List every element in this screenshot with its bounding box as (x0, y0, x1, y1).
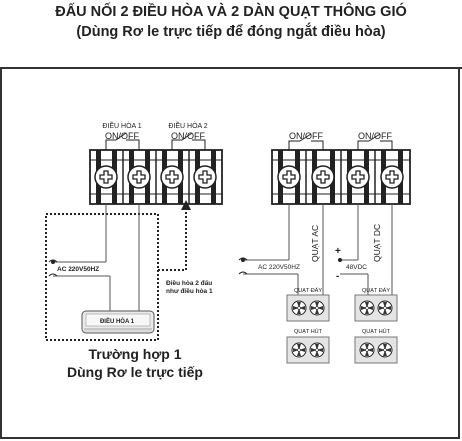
title-divider (0, 67, 462, 69)
fan-top-label: QUẠT ĐẨY (362, 287, 390, 294)
ac-source-icon (48, 259, 58, 277)
right-wires (243, 204, 393, 295)
plus-sign: + (335, 246, 341, 257)
case-line-1: Trường hợp 1 (88, 346, 182, 362)
note-line-1: Điều hòa 2 đấu (166, 278, 212, 287)
unit-label: ĐIỀU HÒA 1 (100, 317, 135, 325)
onoff-label: ON/OFF (105, 131, 139, 141)
fan-icon (291, 342, 307, 358)
onoff-label: ON/OFF (171, 131, 205, 141)
ac2-link-dotted (158, 207, 187, 271)
diagram-frame (0, 67, 460, 439)
fan-icon (309, 342, 325, 358)
case-caption: Trường hợp 1 Dùng Rơ le trực tiếp (40, 345, 230, 381)
fan-icon (359, 300, 375, 316)
onoff-label: ON/OFF (358, 131, 392, 141)
title-line-2: (Dùng Rơ le trực tiếp để đóng ngắt điều … (76, 24, 386, 40)
terminal-screw-icon (160, 165, 184, 189)
fan-bottom-label: QUẠT HÚT (362, 328, 391, 335)
fan-icon (377, 300, 393, 316)
terminal-screw-icon (311, 165, 335, 189)
title-line-1: ĐẤU NỐI 2 ĐIỀU HÒA VÀ 2 DÀN QUẠT THÔNG G… (55, 4, 407, 20)
fan-icon (377, 342, 393, 358)
fan-module-dc-push (354, 294, 398, 322)
fan-bottom-label: QUẠT HÚT (294, 328, 323, 335)
air-conditioner-unit-icon (81, 310, 155, 334)
quat-dc-label: QUẠT DC (372, 224, 382, 262)
terminal-screw-icon (193, 165, 217, 189)
note-line-2: như điều hòa 1 (166, 286, 213, 295)
onoff-label: ON/OFF (289, 131, 323, 141)
terminal-screw-icon (380, 165, 404, 189)
fan-module-dc-pull (354, 336, 398, 364)
terminal-screw-icon (127, 165, 151, 189)
left-terminal-block (89, 149, 223, 205)
label-ac1: ĐIỀU HÒA 1 (102, 120, 141, 130)
power-dc-label: 48VDC (346, 264, 367, 271)
label-ac2: ĐIỀU HÒA 2 (168, 120, 207, 130)
arrow-up-icon (181, 200, 191, 210)
case-line-2: Dùng Rơ le trực tiếp (67, 364, 203, 380)
fan-icon (309, 300, 325, 316)
terminal-screw-icon (277, 165, 301, 189)
ac-source-icon (238, 257, 248, 275)
relay-dotted-box (45, 213, 159, 341)
fan-icon (291, 300, 307, 316)
right-terminal-block (271, 149, 411, 205)
minus-sign: - (336, 271, 339, 282)
left-relay-contacts (105, 132, 206, 150)
dc-terminal-dot (338, 258, 342, 262)
terminal-screw-icon (94, 165, 118, 189)
fan-module-ac-pull (286, 336, 330, 364)
fan-module-ac-push (286, 294, 330, 322)
fan-icon (359, 342, 375, 358)
quat-ac-label: QUẠT AC (310, 225, 320, 262)
power-label: AC 220V50HZ (57, 266, 99, 273)
power-ac-label: AC 220V50HZ (258, 264, 300, 271)
terminal-screw-icon (346, 165, 370, 189)
left-wires (53, 204, 140, 311)
right-relay-contacts (288, 133, 393, 150)
fan-top-label: QUẠT ĐẨY (294, 287, 322, 294)
